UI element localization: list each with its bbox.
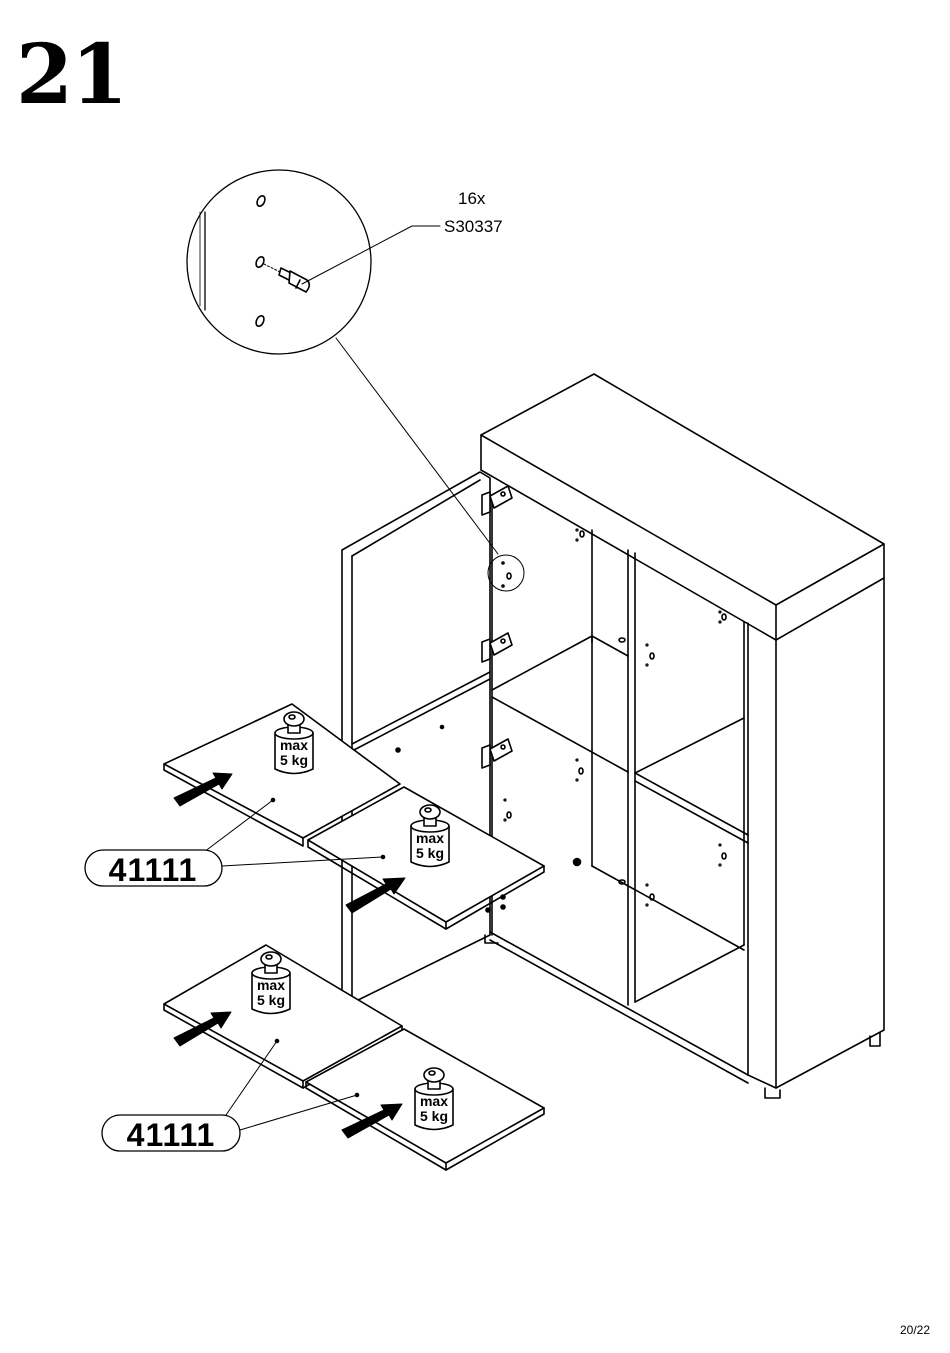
shelf-pin-icon — [263, 263, 311, 293]
arrow-icon — [173, 1011, 232, 1047]
arrow-icon — [341, 1103, 403, 1139]
weight-label-value: 5 kg — [416, 845, 444, 861]
part-label: 41111 — [101, 1114, 241, 1153]
part-number: 41111 — [109, 852, 198, 888]
weight-label-value: 5 kg — [420, 1108, 448, 1124]
arrow-icon — [173, 772, 233, 807]
step-number: 21 — [16, 27, 128, 123]
hinge-icon — [481, 632, 513, 663]
hinge-icon — [481, 738, 513, 769]
page-number: 20/22 — [899, 1323, 930, 1337]
weight-label-max: max — [416, 830, 444, 846]
weight-label-max: max — [420, 1093, 448, 1109]
hinge-icon — [481, 485, 513, 516]
callout-quantity: 16x — [458, 189, 486, 208]
weight-label-max: max — [257, 977, 285, 993]
part-number: 41111 — [127, 1117, 216, 1153]
detail-zoom-circle — [186, 169, 499, 555]
arrow-icon — [345, 877, 406, 914]
weight-label-value: 5 kg — [280, 752, 308, 768]
weight-label-value: 5 kg — [257, 992, 285, 1008]
callout-part-code: S30337 — [444, 217, 503, 236]
cabinet-door — [341, 471, 513, 1004]
cabinet — [480, 373, 885, 1099]
part-label: 41111 — [84, 849, 223, 888]
weight-label-max: max — [280, 737, 308, 753]
